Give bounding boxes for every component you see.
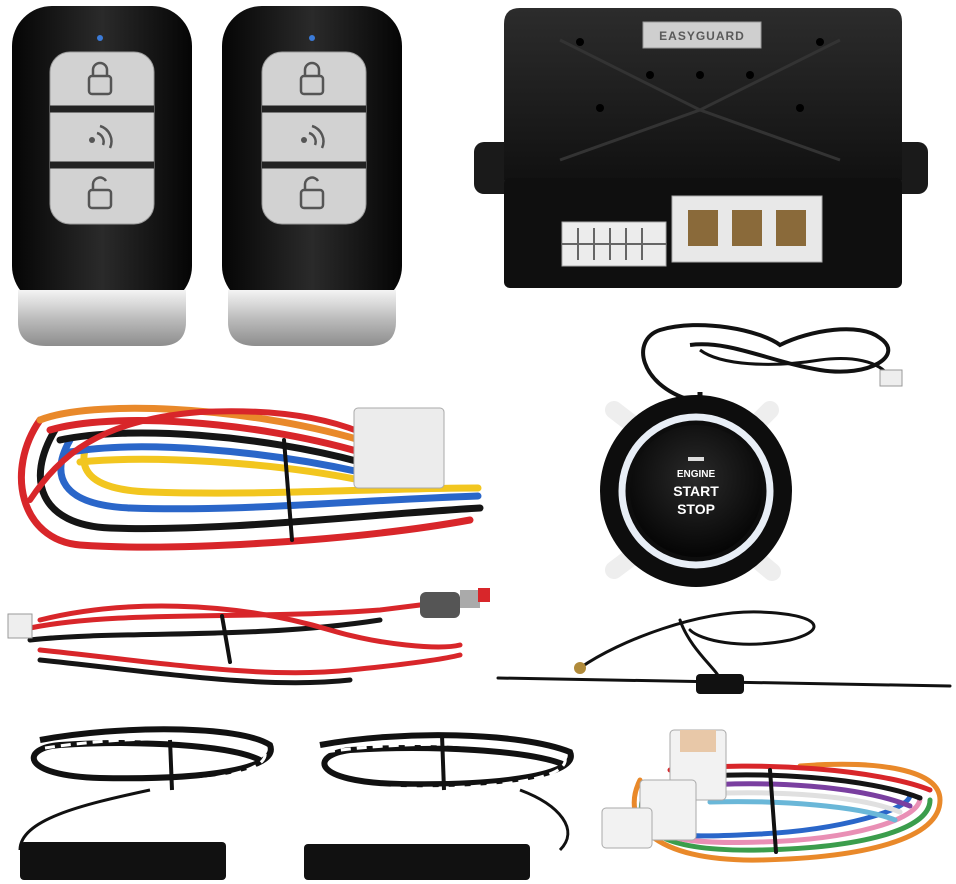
- unlock-icon: [87, 176, 113, 210]
- key-fob-left: [12, 6, 192, 346]
- unlock-icon: [299, 176, 325, 210]
- fob-chrome-tip: [18, 290, 186, 346]
- harness-plug: [601, 807, 653, 849]
- fob-chrome-tip: [228, 290, 396, 346]
- button-label-engine: ENGINE: [677, 469, 716, 480]
- antenna-connector: [574, 662, 586, 674]
- lock-icon: [299, 61, 325, 96]
- antenna-cable: [496, 610, 952, 694]
- sensor-coil-left: [18, 726, 274, 880]
- brake-switch-wire: [7, 588, 490, 686]
- sensor-pad: [20, 842, 226, 880]
- button-ring: [618, 413, 774, 569]
- module-top: [504, 8, 902, 180]
- button-cable-plug: [879, 369, 903, 387]
- brand-plate: [642, 21, 762, 49]
- remote-signal-icon: [301, 124, 325, 149]
- sensor-pad: [304, 844, 530, 880]
- fuse-wire-harness: [601, 729, 943, 863]
- lock-icon: [87, 61, 113, 96]
- key-fob-right: [222, 6, 402, 346]
- push-switch: [420, 592, 460, 618]
- control-module: EASYGUARD: [474, 8, 928, 288]
- main-wire-harness: [17, 404, 484, 551]
- fob-led: [97, 35, 103, 41]
- blade-fuse: [680, 730, 716, 752]
- button-label-stop: STOP: [677, 501, 715, 517]
- remote-signal-icon: [89, 124, 113, 149]
- harness-connector: [353, 407, 445, 489]
- switch-wire-plug: [7, 613, 33, 639]
- brand-label: EASYGUARD: [659, 29, 745, 43]
- fob-led: [309, 35, 315, 41]
- button-label-start: START: [673, 483, 719, 499]
- engine-start-stop-button: [630, 425, 762, 557]
- sensor-coil-right: [304, 732, 574, 880]
- start-stop-button-assembly: ENGINE START STOP: [600, 323, 903, 587]
- antenna-module: [696, 674, 744, 694]
